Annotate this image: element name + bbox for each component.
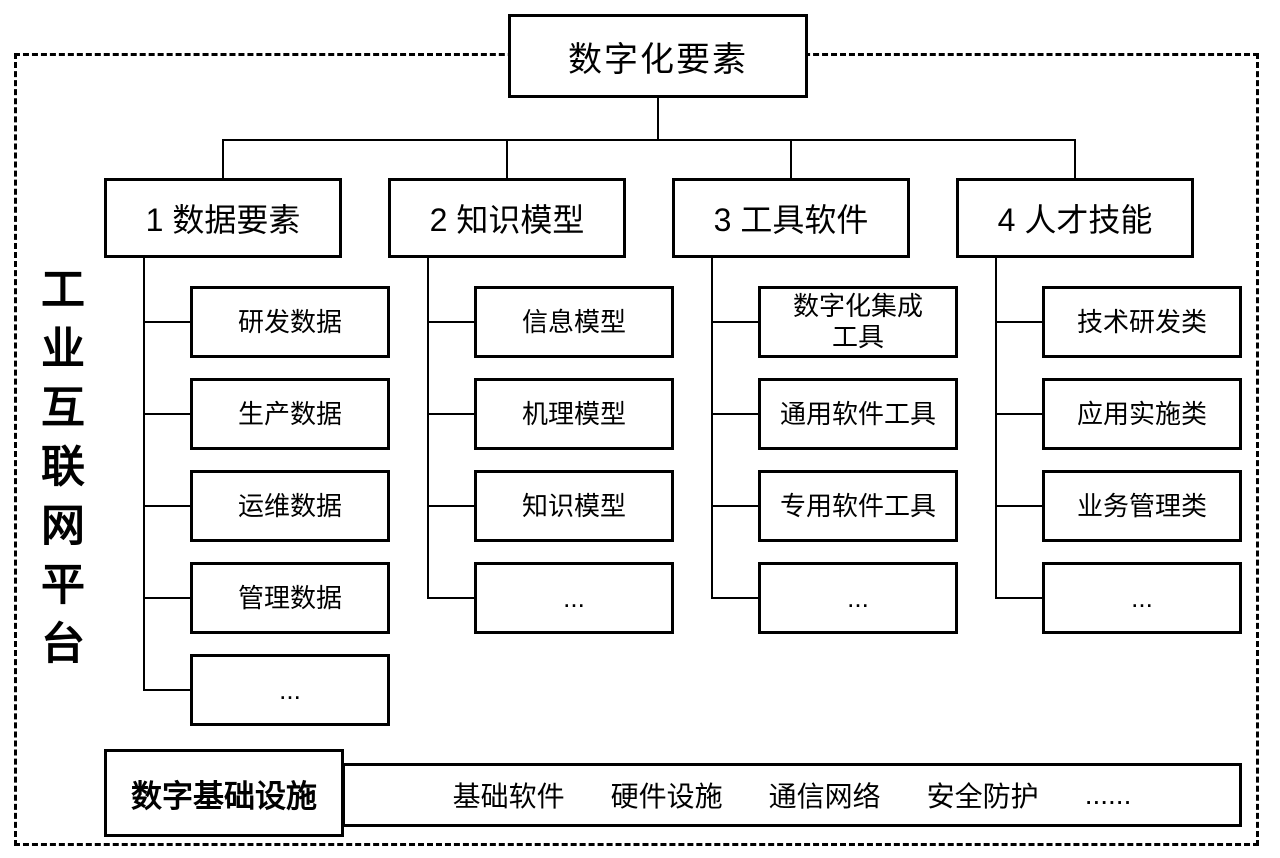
leaf-col3-more: ... (758, 562, 958, 634)
platform-label: 工业互联网平台 (34, 266, 83, 679)
column-header-talent-skills: 4 人才技能 (956, 178, 1194, 258)
infrastructure-item-more: ...... (1084, 779, 1132, 810)
infrastructure-label-box: 数字基础设施 (104, 749, 344, 837)
leaf-operation-data: 运维数据 (190, 470, 390, 542)
leaf-digital-integration-tools: 数字化集成 工具 (758, 286, 958, 358)
column-header-data-elements: 1 数据要素 (104, 178, 342, 258)
column-header-knowledge-models: 2 知识模型 (388, 178, 626, 258)
leaf-management-data: 管理数据 (190, 562, 390, 634)
leaf-info-model: 信息模型 (474, 286, 674, 358)
root-node: 数字化要素 (508, 14, 808, 98)
infrastructure-item-network: 通信网络 (768, 781, 881, 812)
leaf-production-data: 生产数据 (190, 378, 390, 450)
leaf-col1-more: ... (190, 654, 390, 726)
column-header-tool-software: 3 工具软件 (672, 178, 910, 258)
leaf-special-software-tools: 专用软件工具 (758, 470, 958, 542)
infrastructure-item-hardware: 硬件设施 (610, 781, 723, 812)
leaf-application-type: 应用实施类 (1042, 378, 1242, 450)
leaf-col4-more: ... (1042, 562, 1242, 634)
leaf-knowledge-model: 知识模型 (474, 470, 674, 542)
leaf-mechanism-model: 机理模型 (474, 378, 674, 450)
leaf-rnd-data: 研发数据 (190, 286, 390, 358)
leaf-general-software-tools: 通用软件工具 (758, 378, 958, 450)
leaf-tech-rnd-type: 技术研发类 (1042, 286, 1242, 358)
leaf-business-mgmt-type: 业务管理类 (1042, 470, 1242, 542)
infrastructure-item-basic-software: 基础软件 (452, 781, 565, 812)
leaf-col2-more: ... (474, 562, 674, 634)
infrastructure-item-security: 安全防护 (926, 781, 1039, 812)
infrastructure-bar: 基础软件 硬件设施 通信网络 安全防护 ...... (342, 763, 1242, 827)
